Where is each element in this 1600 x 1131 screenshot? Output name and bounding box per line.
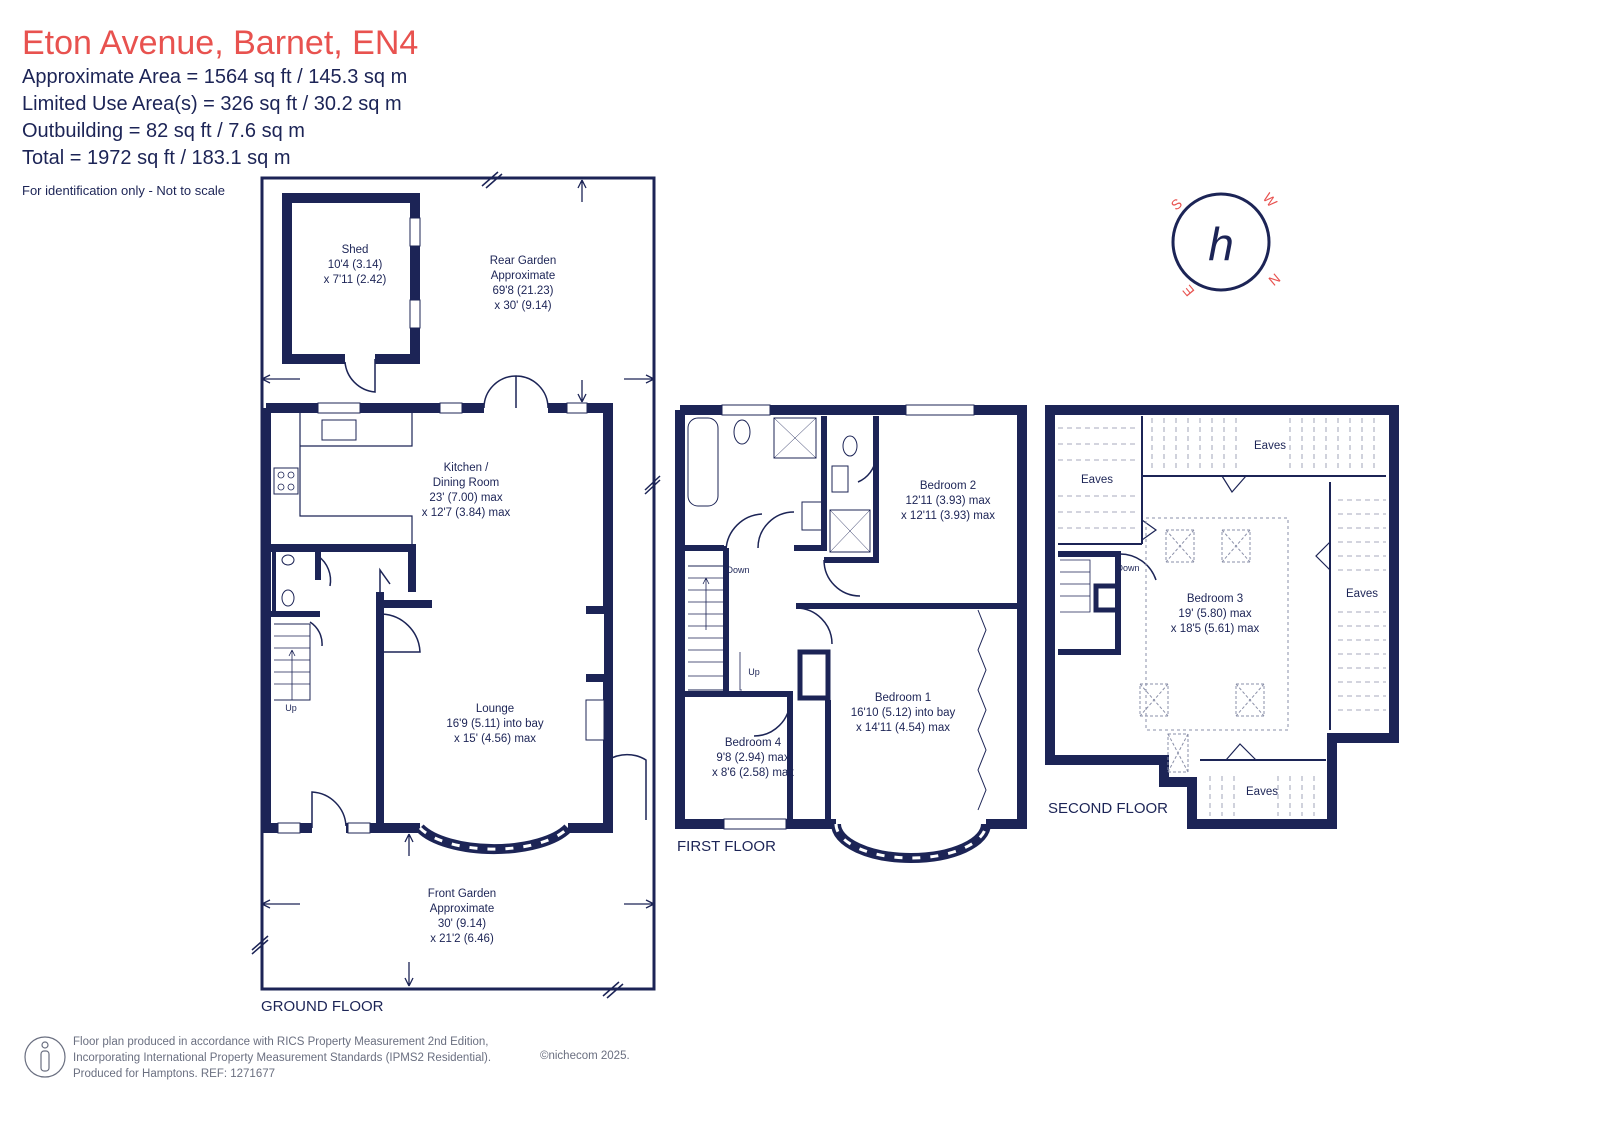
ground-floor-labels: Shed 10'4 (3.14) x 7'11 (2.42) Rear Gard… <box>285 244 556 945</box>
kitchen-dim-2: x 12'7 (3.84) max <box>422 507 511 519</box>
footer-notes: Floor plan produced in accordance with R… <box>73 1034 491 1082</box>
lounge-dim-1: 16'9 (5.11) into bay <box>446 718 543 730</box>
eaves-label-left: Eaves <box>1081 474 1113 486</box>
bedroom4-dim-2: x 8'6 (2.58) max <box>712 767 794 779</box>
bedroom1-dim-1: 16'10 (5.12) into bay <box>851 707 956 719</box>
footer-line-3: Produced for Hamptons. REF: 1271677 <box>73 1068 276 1080</box>
total-area: Total = 1972 sq ft / 183.1 sq m <box>22 147 291 169</box>
page-title: Eton Avenue, Barnet, EN4 <box>22 24 419 62</box>
compass-s: S <box>1168 195 1185 213</box>
front-garden-dim-2: x 21'2 (6.46) <box>430 933 494 945</box>
approximate-area: Approximate Area = 1564 sq ft / 145.3 sq… <box>22 66 408 88</box>
ground-floor-plan <box>251 171 661 999</box>
eaves-label-right: Eaves <box>1346 588 1378 600</box>
lounge-label: Lounge <box>476 703 514 715</box>
first-floor-plan <box>675 404 1027 863</box>
second-floor-plan <box>1045 405 1399 829</box>
info-person-icon <box>24 1036 66 1078</box>
rear-garden-label: Rear Garden <box>490 255 556 267</box>
kitchen-label: Kitchen / <box>444 462 490 474</box>
bedroom3-dim-2: x 18'5 (5.61) max <box>1171 623 1260 635</box>
shed-dim-2: x 7'11 (2.42) <box>324 274 387 286</box>
stairs-down-label-first: Down <box>726 565 749 575</box>
limited-use-area: Limited Use Area(s) = 326 sq ft / 30.2 s… <box>22 93 402 115</box>
compass-w: W <box>1260 190 1281 211</box>
eaves-label-top: Eaves <box>1254 440 1286 452</box>
compass-e: E <box>1179 282 1197 299</box>
stairs-up-label-first: Up <box>748 667 760 677</box>
bedroom1-label: Bedroom 1 <box>875 692 931 704</box>
bedroom2-dim-2: x 12'11 (3.93) max <box>901 510 995 522</box>
kitchen-dim-1: 23' (7.00) max <box>429 492 502 504</box>
second-floor-label: SECOND FLOOR <box>1048 800 1169 817</box>
shed-label: Shed <box>342 244 369 256</box>
copyright: ©nichecom 2025. <box>540 1050 630 1062</box>
bedroom2-label: Bedroom 2 <box>920 480 976 492</box>
bedroom3-label: Bedroom 3 <box>1187 593 1243 605</box>
compass-n: N <box>1266 270 1284 289</box>
second-floor-labels: Bedroom 3 19' (5.80) max x 18'5 (5.61) m… <box>1081 440 1378 798</box>
front-garden-approx: Approximate <box>430 903 495 915</box>
rear-garden-dim-1: 69'8 (21.23) <box>492 285 553 297</box>
ground-floor-label: GROUND FLOOR <box>261 998 384 1015</box>
logo-mark: h <box>1208 218 1234 270</box>
bedroom4-dim-1: 9'8 (2.94) max <box>716 752 789 764</box>
bedroom2-dim-1: 12'11 (3.93) max <box>905 495 990 507</box>
bedroom4-label: Bedroom 4 <box>725 737 782 749</box>
stairs-down-label-second: Down <box>1116 563 1139 573</box>
footer-line-1: Floor plan produced in accordance with R… <box>73 1036 489 1048</box>
stairs-up-label: Up <box>285 703 297 713</box>
first-floor-label: FIRST FLOOR <box>677 838 776 855</box>
kitchen-label-2: Dining Room <box>433 477 499 489</box>
bedroom3-dim-1: 19' (5.80) max <box>1178 608 1251 620</box>
bedroom1-dim-2: x 14'11 (4.54) max <box>856 722 950 734</box>
rear-garden-approx: Approximate <box>491 270 556 282</box>
lounge-dim-2: x 15' (4.56) max <box>454 733 536 745</box>
rear-garden-dim-2: x 30' (9.14) <box>494 300 551 312</box>
first-floor-labels: Bedroom 2 12'11 (3.93) max x 12'11 (3.93… <box>712 480 995 779</box>
shed-dim-1: 10'4 (3.14) <box>328 259 383 271</box>
disclaimer: For identification only - Not to scale <box>22 183 226 198</box>
front-garden-label: Front Garden <box>428 888 496 900</box>
compass: h S W N E <box>1168 190 1284 300</box>
front-garden-dim-1: 30' (9.14) <box>438 918 486 930</box>
outbuilding-area: Outbuilding = 82 sq ft / 7.6 sq m <box>22 120 305 142</box>
eaves-label-bottom: Eaves <box>1246 786 1278 798</box>
footer-line-2: Incorporating International Property Mea… <box>73 1052 492 1064</box>
